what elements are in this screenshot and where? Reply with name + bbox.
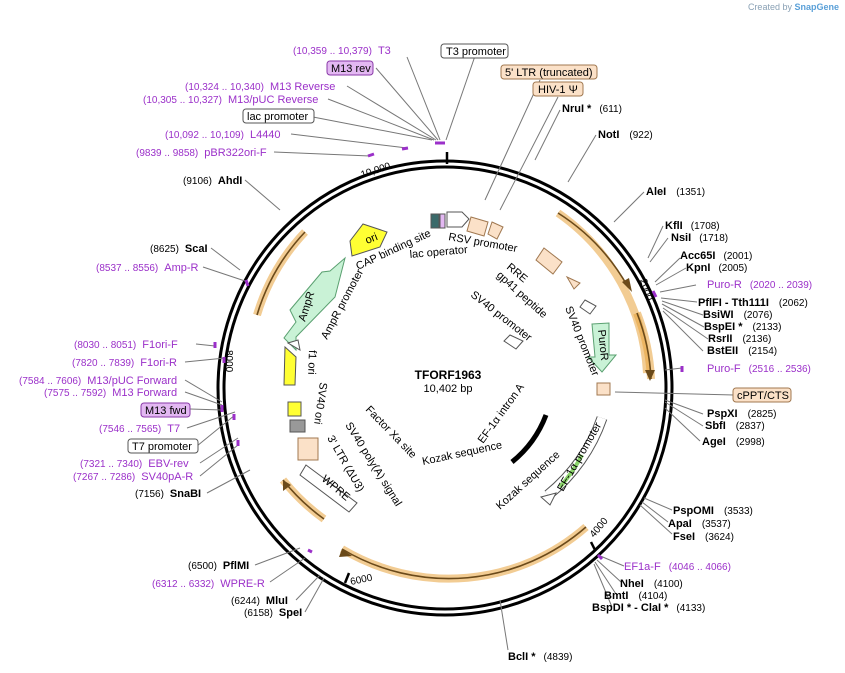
enzyme-noti: NotI(922) — [598, 129, 653, 141]
feat-kozak-1: Kozak sequence — [421, 439, 503, 468]
primer-m13-forward: (7575 .. 7592)M13 Forward — [44, 387, 177, 399]
enzyme-spei: (6158)SpeI — [244, 607, 302, 619]
enzyme-pspomi: PspOMI(3533) — [673, 505, 753, 517]
feat-ef1a-promoter: EF-1α promoter — [555, 420, 604, 493]
enzyme-pflfi-tth111i: PflFI - Tth111I(2062) — [698, 297, 808, 309]
primer-ebv-rev: (7321 .. 7340)EBV-rev — [80, 458, 189, 470]
enzyme-ahdi: (9106)AhdI — [183, 175, 242, 187]
feat-lac-operator: lac operator — [409, 244, 468, 261]
primer-m13puc-forward: (7584 .. 7606)M13/pUC Forward — [19, 375, 177, 387]
enzyme-kpni: KpnI(2005) — [686, 262, 747, 274]
primer-labels-left: (10,359 .. 10,379)T3 (10,324 .. 10,340)M… — [19, 45, 391, 590]
boxed-label-hiv1-psi: HIV-1 Ψ — [532, 81, 584, 97]
boxed-label-m13-rev: M13 rev — [326, 60, 374, 76]
enzyme-apai: ApaI(3537) — [668, 518, 731, 530]
svg-text:cPPT/CTS: cPPT/CTS — [737, 390, 789, 402]
primer-marks — [213, 141, 684, 561]
enzyme-bspei: BspEI *(2133) — [704, 321, 781, 333]
boxed-label-lac-promoter: lac promoter — [242, 108, 315, 124]
primer-ef1a-f: EF1a-F(4046 .. 4066) — [624, 561, 731, 573]
feat-puror: PuroR — [595, 329, 610, 361]
primer-t3: (10,359 .. 10,379)T3 — [293, 45, 391, 57]
svg-text:lac promoter: lac promoter — [247, 111, 308, 123]
orf-arrowheads — [283, 278, 655, 557]
tick-8000: 8000 — [223, 350, 234, 373]
primer-t7: (7546 .. 7565)T7 — [99, 423, 180, 435]
inner-feature-shapes — [283, 211, 618, 513]
enzyme-bmti: BmtI(4104) — [604, 590, 667, 602]
plasmid-name: TFORF1963 — [415, 368, 482, 382]
feat-sv40-ori: SV40 ori — [311, 382, 329, 425]
feat-kozak-2: Kozak sequence — [494, 449, 562, 512]
primer-m13-reverse: (10,324 .. 10,340)M13 Reverse — [185, 81, 335, 93]
svg-text:HIV-1 Ψ: HIV-1 Ψ — [538, 84, 578, 96]
enzyme-kfli: KflI(1708) — [665, 220, 720, 232]
enzyme-bsiwi: BsiWI(2076) — [703, 309, 772, 321]
enzyme-bcli: BclI *(4839) — [508, 651, 572, 663]
primer-wpre-r: (6312 .. 6332)WPRE-R — [152, 578, 265, 590]
svg-text:T3 promoter: T3 promoter — [446, 46, 506, 58]
backbone-inner — [222, 165, 668, 611]
boxed-label-m13-fwd: M13 fwd — [140, 402, 191, 418]
svg-text:M13 fwd: M13 fwd — [145, 405, 187, 417]
primer-labels-right: Puro-R(2020 .. 2039) Puro-F(2516 .. 2536… — [624, 279, 812, 573]
leader-lines — [184, 55, 735, 651]
snapgene-credit: Created by SnapGene — [747, 2, 839, 12]
enzyme-alei: AleI(1351) — [646, 186, 705, 198]
enzyme-fsei: FseI(3624) — [673, 531, 734, 543]
enzyme-pspxi: PspXI(2825) — [707, 408, 776, 420]
primer-pbr322ori-f: (9839 .. 9858)pBR322ori-F — [136, 147, 267, 159]
feat-ef1a-intron: EF-1α intron A — [476, 381, 528, 446]
enzyme-rsrii: RsrII(2136) — [708, 333, 771, 345]
feat-f1-ori: f1 ori — [305, 350, 318, 375]
svg-text:T7 promoter: T7 promoter — [132, 441, 192, 453]
enzymes-left: (9106)AhdI (8625)ScaI (7156)SnaBI (6500)… — [135, 175, 302, 619]
enzyme-bsteii: BstEII(2154) — [707, 345, 777, 357]
enzyme-scai: (8625)ScaI — [150, 243, 208, 255]
primer-puro-r: Puro-R(2020 .. 2039) — [707, 279, 812, 291]
primer-l4440: (10,092 .. 10,109)L4440 — [165, 129, 281, 141]
enzyme-nhei: NheI(4100) — [620, 578, 683, 590]
primer-puro-f: Puro-F(2516 .. 2536) — [707, 363, 811, 375]
tick-marks — [343, 152, 597, 584]
enzyme-agei: AgeI(2998) — [702, 436, 765, 448]
primer-m13puc-reverse: (10,305 .. 10,327)M13/pUC Reverse — [143, 94, 318, 106]
primer-f1ori-r: (7820 .. 7839)F1ori-R — [72, 357, 177, 369]
primer-sv40pa-r: (7267 .. 7286)SV40pA-R — [73, 471, 193, 483]
boxed-label-t7-promoter: T7 promoter — [127, 438, 199, 454]
enzyme-mlui: (6244)MluI — [231, 595, 288, 607]
boxed-label-cppt: cPPT/CTS — [732, 387, 792, 403]
enzyme-nrui: NruI *(611) — [562, 103, 622, 115]
tick-2000: 2000 — [637, 278, 654, 303]
enzymes-right: NruI *(611) NotI(922) AleI(1351) KflI(17… — [508, 103, 808, 663]
plasmid-size: 10,402 bp — [424, 383, 473, 395]
primer-amp-r: (8537 .. 8556)Amp-R — [96, 262, 199, 274]
svg-text:5' LTR (truncated): 5' LTR (truncated) — [505, 67, 592, 79]
enzyme-nsii: NsiI(1718) — [671, 232, 728, 244]
primer-f1ori-f: (8030 .. 8051)F1ori-F — [74, 339, 178, 351]
enzyme-sbfi: SbfI(2837) — [705, 420, 765, 432]
enzyme-bspdi-clai: BspDI * - ClaI *(4133) — [592, 602, 705, 614]
boxed-label-t3-promoter: T3 promoter — [440, 43, 509, 59]
enzyme-snabi: (7156)SnaBI — [135, 488, 201, 500]
tick-6000: 6000 — [349, 572, 373, 587]
svg-text:M13 rev: M13 rev — [331, 63, 371, 75]
boxed-label-5-ltr: 5' LTR (truncated) — [500, 64, 598, 80]
backbone-outer — [216, 159, 674, 617]
enzyme-acc65i: Acc65I(2001) — [680, 250, 752, 262]
snapgene-logo: SnapGene — [794, 2, 839, 12]
feat-ori: ori — [364, 231, 380, 247]
enzyme-pflmi: (6500)PflMI — [188, 560, 249, 572]
